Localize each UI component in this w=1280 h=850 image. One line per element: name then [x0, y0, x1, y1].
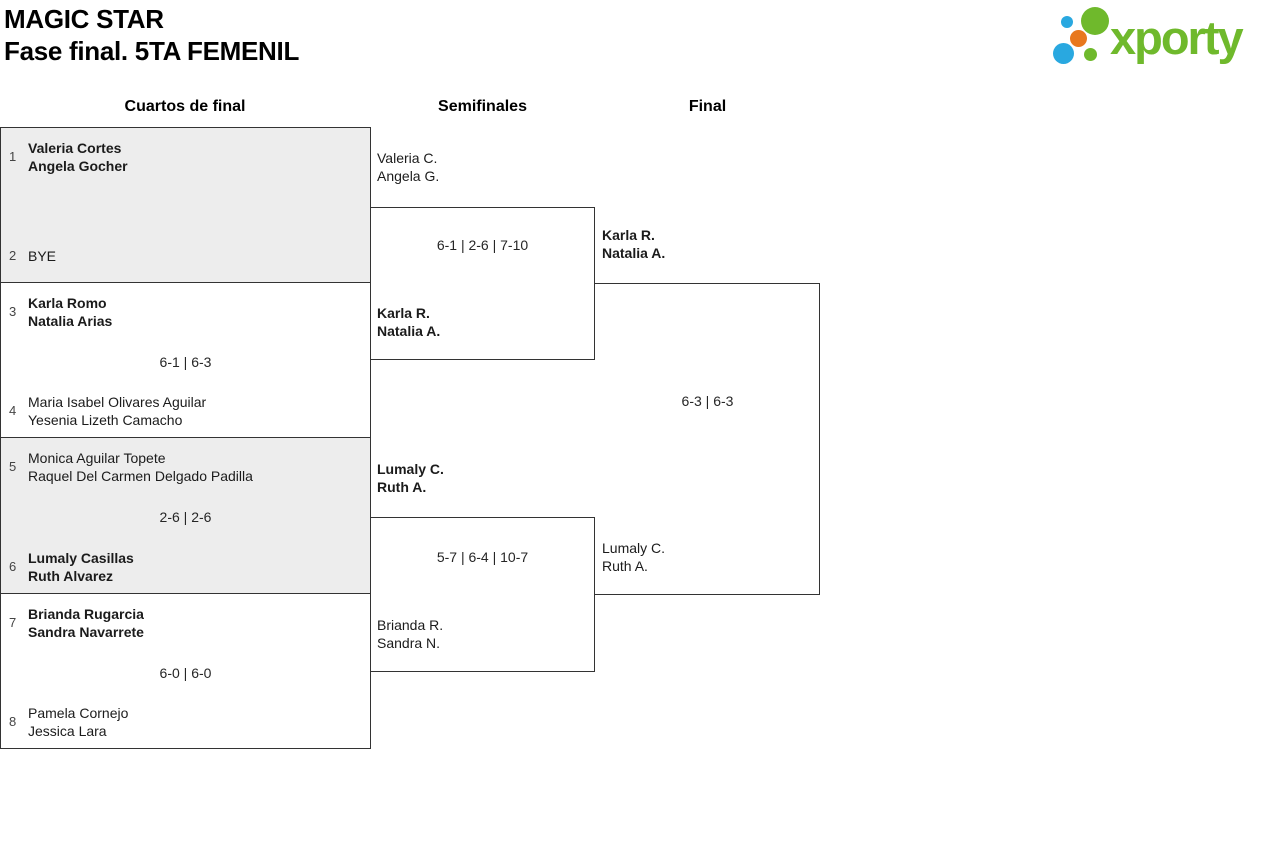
qf-match-3-box: 5 Monica Aguilar Topete Raquel Del Carme… — [0, 438, 371, 594]
final-match-box — [595, 283, 820, 595]
final-participant-bottom: Lumaly C. Ruth A. — [602, 540, 666, 574]
qf3-score: 2-6 | 2-6 — [159, 509, 212, 525]
tournament-title: MAGIC STAR — [4, 4, 164, 34]
final-participant-top: Karla R. Natalia A. — [602, 227, 666, 261]
sf1-participant-bottom: Karla R. Natalia A. — [377, 305, 441, 339]
seed-number: 1 — [9, 149, 17, 164]
final-score: 6-3 | 6-3 — [681, 393, 734, 409]
sf-match-2-box — [370, 517, 595, 672]
column-header-final: Final — [688, 98, 727, 115]
sf2-participant-bottom: Brianda R. Sandra N. — [377, 617, 444, 651]
qf1-participant-top: 1 Valeria Cortes Angela Gocher — [9, 138, 366, 175]
qf2-participant-bottom: 4 Maria Isabel Olivares Aguilar Yesenia … — [9, 392, 366, 429]
participant-names: BYE — [28, 247, 57, 264]
qf4-participant-top: 7 Brianda Rugarcia Sandra Navarrete — [9, 604, 366, 641]
sf1-score: 6-1 | 2-6 | 7-10 — [436, 237, 529, 253]
participant-names: Maria Isabel Olivares Aguilar Yesenia Li… — [28, 393, 207, 428]
qf-match-1-box: 1 Valeria Cortes Angela Gocher 2 BYE — [0, 127, 371, 283]
logo-dot-blue-small — [1061, 16, 1073, 28]
xporty-logo[interactable]: xporty — [1048, 3, 1276, 75]
participant-names: Valeria Cortes Angela Gocher — [28, 139, 128, 174]
seed-number: 8 — [9, 714, 17, 729]
category-title: Fase final. 5TA FEMENIL — [4, 36, 300, 66]
qf3-participant-top: 5 Monica Aguilar Topete Raquel Del Carme… — [9, 448, 366, 485]
seed-number: 7 — [9, 615, 17, 630]
seed-number: 2 — [9, 248, 17, 263]
participant-names: Karla Romo Natalia Arias — [28, 294, 113, 329]
participant-names: Lumaly Casillas Ruth Alvarez — [28, 549, 134, 584]
column-header-quarterfinals: Cuartos de final — [124, 98, 246, 115]
qf4-participant-bottom: 8 Pamela Cornejo Jessica Lara — [9, 703, 366, 740]
seed-number: 4 — [9, 403, 17, 418]
qf1-participant-bottom: 2 BYE — [9, 237, 366, 274]
logo-dot-blue-large — [1053, 43, 1074, 64]
participant-names: Brianda Rugarcia Sandra Navarrete — [28, 605, 144, 640]
qf2-score: 6-1 | 6-3 — [159, 354, 212, 370]
qf4-score: 6-0 | 6-0 — [159, 665, 212, 681]
qf-match-2-box: 3 Karla Romo Natalia Arias 6-1 | 6-3 4 M… — [0, 283, 371, 438]
qf3-participant-bottom: 6 Lumaly Casillas Ruth Alvarez — [9, 548, 366, 585]
logo-dot-green-small — [1084, 48, 1097, 61]
qf-match-4-box: 7 Brianda Rugarcia Sandra Navarrete 6-0 … — [0, 594, 371, 749]
sf2-participant-top: Lumaly C. Ruth A. — [377, 461, 444, 495]
sf-match-1-box — [370, 207, 595, 360]
participant-names: Monica Aguilar Topete Raquel Del Carmen … — [28, 449, 253, 484]
logo-dot-orange — [1070, 30, 1087, 47]
column-header-semifinals: Semifinales — [438, 98, 527, 115]
xporty-wordmark: xporty — [1110, 11, 1244, 64]
participant-names: Pamela Cornejo Jessica Lara — [28, 704, 129, 739]
qf2-participant-top: 3 Karla Romo Natalia Arias — [9, 293, 366, 330]
seed-number: 3 — [9, 304, 17, 319]
seed-number: 6 — [9, 559, 17, 574]
seed-number: 5 — [9, 459, 17, 474]
sf2-score: 5-7 | 6-4 | 10-7 — [436, 549, 529, 565]
sf1-participant-top: Valeria C. Angela G. — [377, 150, 440, 184]
logo-dot-green-large — [1081, 7, 1109, 35]
